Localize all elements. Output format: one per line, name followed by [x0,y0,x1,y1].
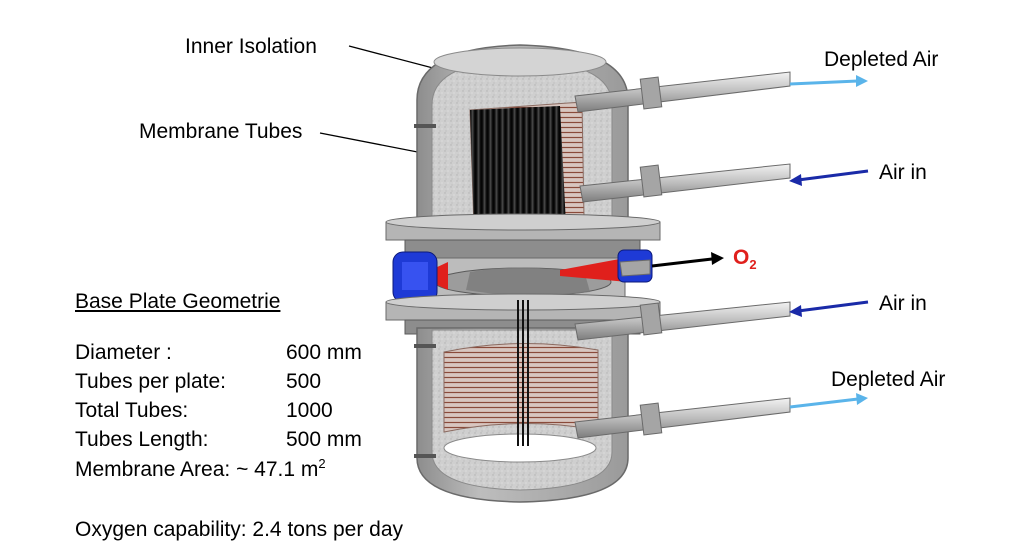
air-in-bottom-label: Air in [879,292,927,315]
pipe-air-in-top [579,163,791,203]
spec-value: 500 mm [286,428,362,451]
spec-value: 500 [286,370,322,393]
pipe-depleted-air-bottom [574,397,791,439]
spec-label: Tubes Length: [75,428,209,451]
oxygen-capability: Oxygen capability: 2.4 tons per day [75,518,404,541]
spec-row-diameter: Diameter : 600 mm [75,341,362,364]
spec-row-total-tubes: Total Tubes: 1000 [75,399,333,422]
air-in-top-arrow [789,169,869,186]
depleted-air-top-arrow [789,75,868,87]
spec-row-tubes-per-plate: Tubes per plate: 500 [75,370,321,393]
spec-row-tubes-length: Tubes Length: 500 mm [75,428,362,451]
spec-row-membrane-area: Membrane Area: ~ 47.1 m2 [75,456,326,481]
lower-vessel [416,300,629,503]
pipe-oxygen-outlet [619,259,651,277]
pipe-air-in-bottom [574,301,791,341]
depleted-air-top-label: Depleted Air [824,48,939,71]
spec-value: 600 mm [286,341,362,364]
membrane-tubes-label: Membrane Tubes [139,120,303,143]
air-in-top-label: Air in [879,161,927,184]
inner-isolation-label: Inner Isolation [185,35,317,58]
oxygen-channel [560,258,628,282]
oxygen-label: O2 [733,246,757,273]
spec-title: Base Plate Geometrie [75,290,281,313]
spec-label: Tubes per plate: [75,370,226,393]
air-in-bottom-arrow [789,300,869,317]
tie-rods [414,124,436,458]
spec-value: 1000 [286,399,333,422]
oxygen-outlet-arrow [651,252,724,268]
depleted-air-bottom-label: Depleted Air [831,368,946,391]
pipe-depleted-air-top [574,71,791,113]
spec-label: Diameter : [75,341,172,364]
depleted-air-bottom-arrow [789,393,868,409]
spec-label: Total Tubes: [75,399,189,422]
